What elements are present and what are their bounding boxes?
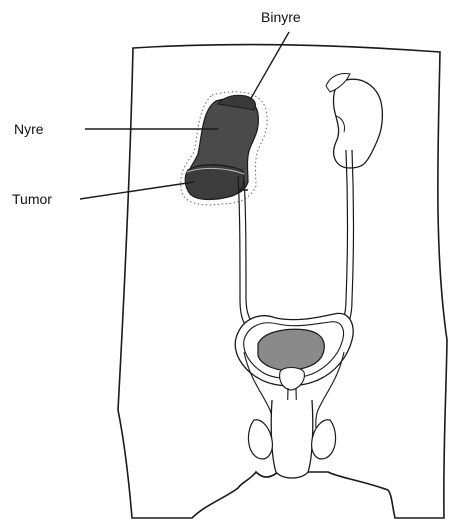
leader-line-tumor: [80, 182, 194, 199]
label-binyre: Binyre: [261, 9, 301, 25]
scrotum-left: [248, 420, 272, 459]
healthy-kidney: [334, 79, 383, 168]
bladder: [258, 329, 324, 370]
label-nyre: Nyre: [14, 121, 44, 137]
penis: [271, 400, 313, 478]
affected-ureter-inner: [244, 178, 258, 328]
prostate: [280, 368, 305, 391]
healthy-ureter: [336, 150, 348, 330]
scrotum-right: [312, 420, 336, 459]
leader-line-binyre: [250, 32, 289, 100]
label-tumor: Tumor: [12, 191, 52, 207]
